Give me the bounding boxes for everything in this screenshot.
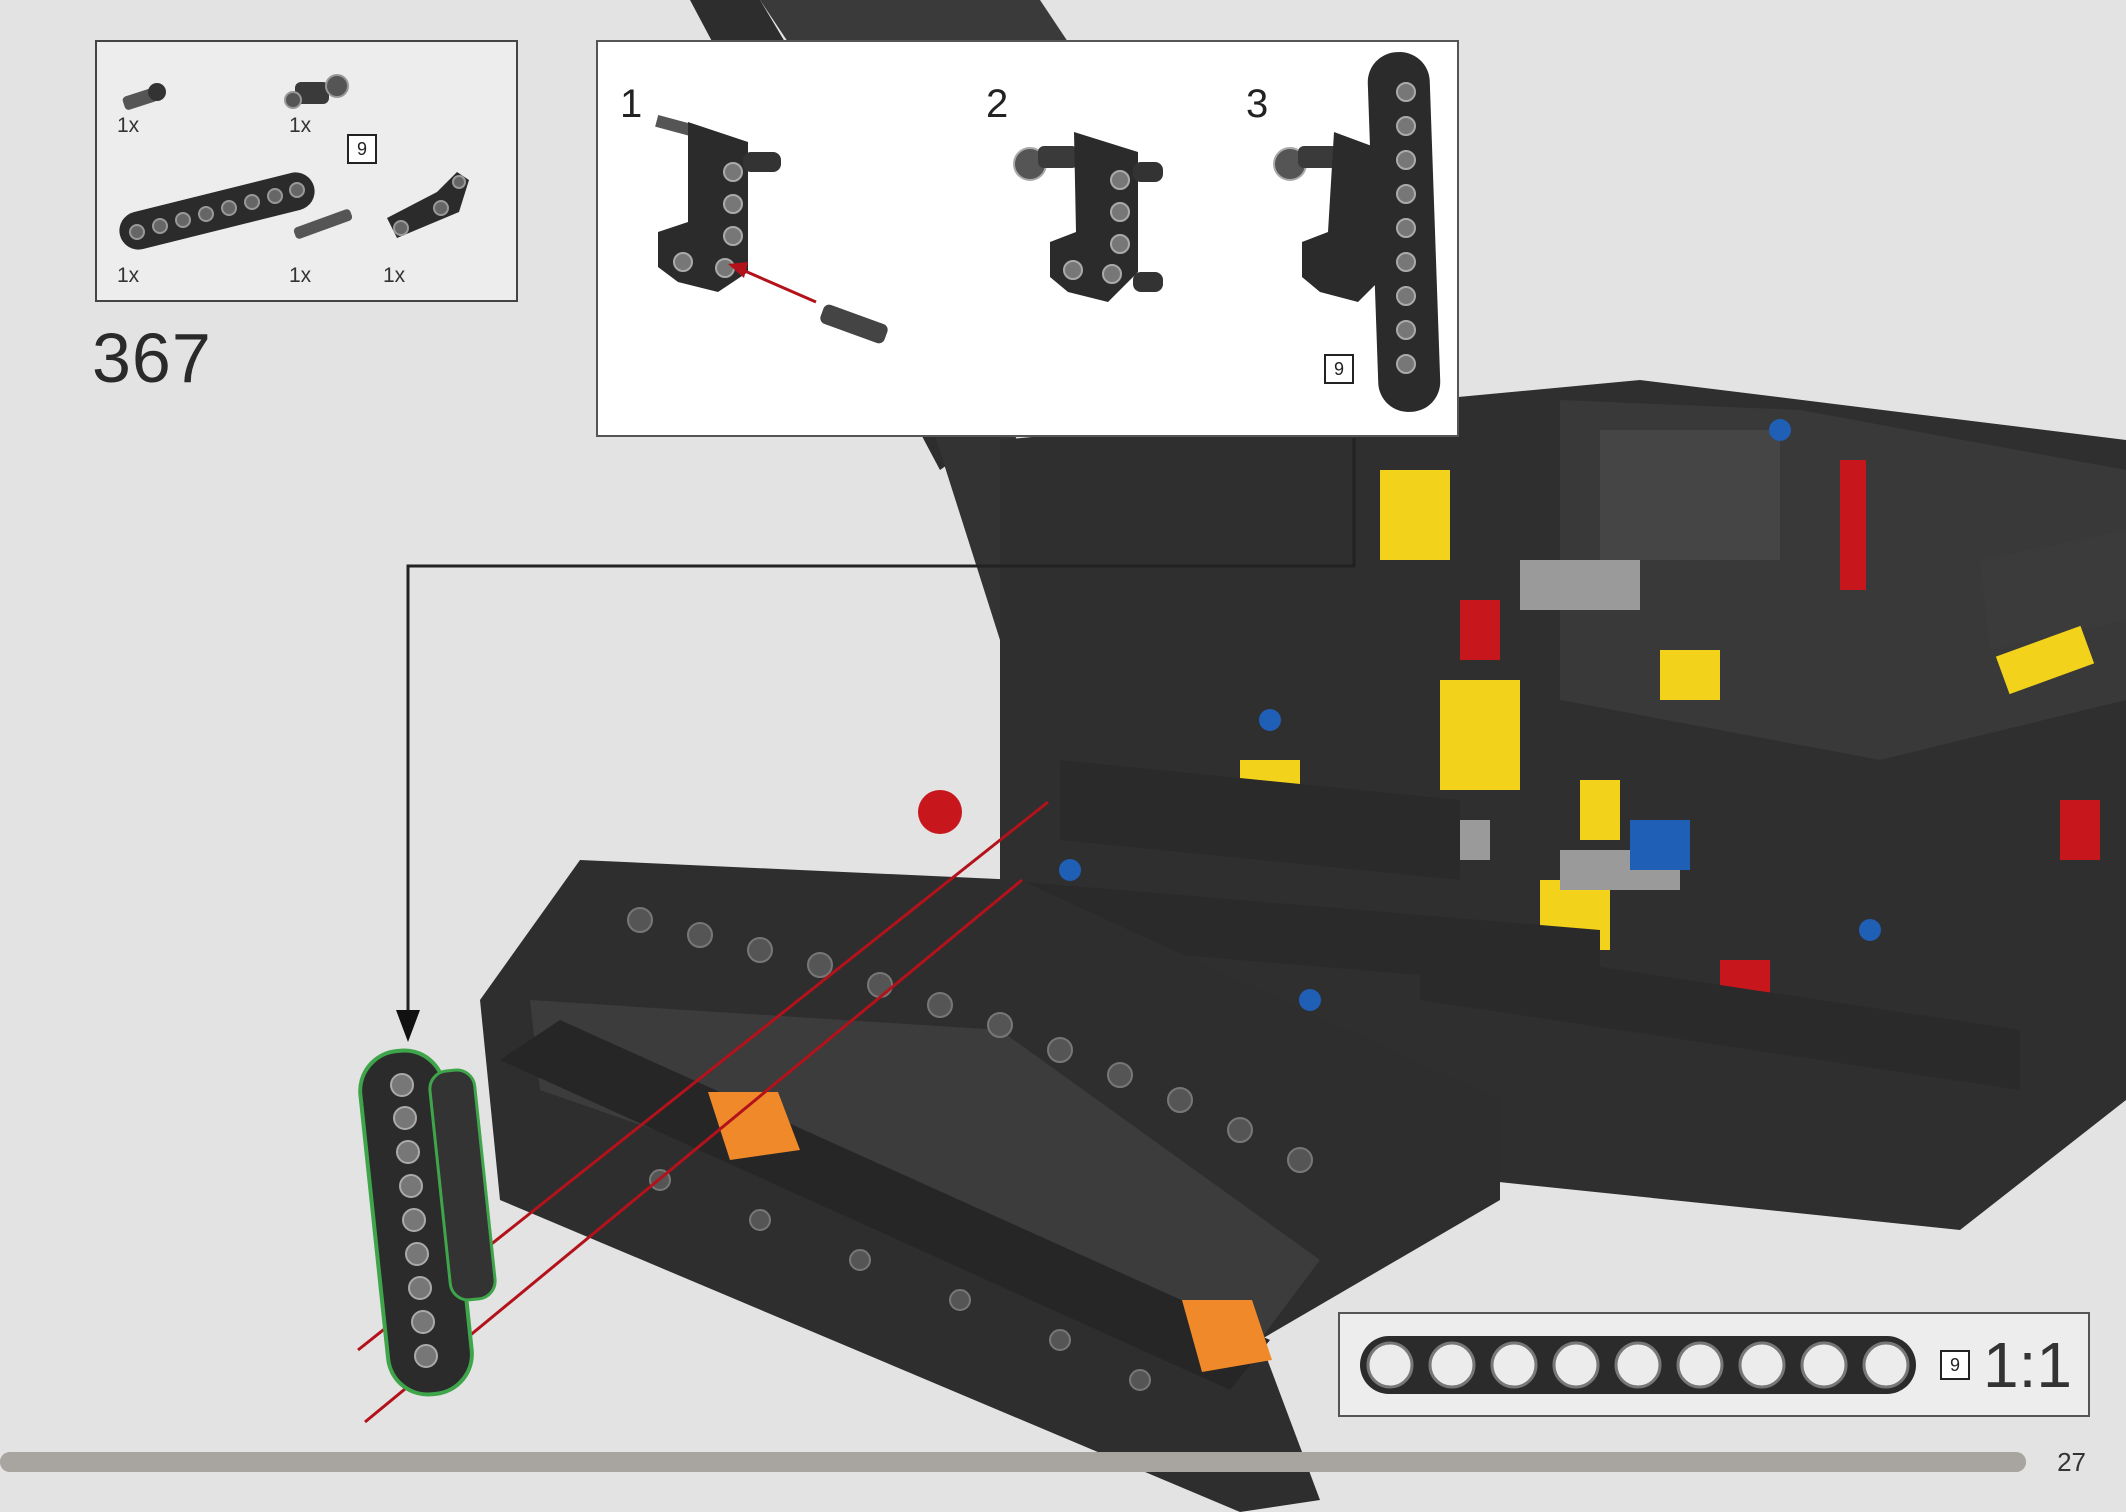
progress-bar (0, 1452, 2026, 1472)
callout-leader (406, 438, 1356, 1030)
scale-beam-hole (1366, 1341, 1414, 1389)
sub-step-2-label: 2 (986, 82, 1009, 126)
sub-assembly-callout: 1 2 3 (596, 40, 1459, 437)
scale-ratio: 1:1 (1983, 1329, 2072, 1401)
leader-arrowhead (396, 1010, 420, 1042)
callout-art (655, 52, 1441, 412)
scale-beam-hole (1738, 1341, 1786, 1389)
scale-length-badge: 9 (1940, 1350, 1970, 1380)
parts-list: 1x 1x 9 1x 1x 1x (95, 40, 518, 302)
scale-reference-box: 9 1:1 (1338, 1312, 2090, 1417)
sub-step-2-assembly (1013, 132, 1163, 302)
beam-9-icon (119, 172, 315, 250)
qty-axle-pin: 1x (117, 114, 140, 137)
frame-beams (1000, 760, 2020, 1090)
scale-beam-hole (1862, 1341, 1910, 1389)
scale-beam-hole (1552, 1341, 1600, 1389)
qty-pin-with-axle: 1x (289, 264, 312, 287)
sub-step-1-assembly (655, 115, 888, 344)
track-studs (627, 907, 1313, 1391)
sub-step-3-label: 3 (1246, 82, 1269, 126)
scale-beam-hole (1676, 1341, 1724, 1389)
angled-beam-icon (387, 172, 469, 238)
scale-beam-hole (1428, 1341, 1476, 1389)
axle-pin-icon (122, 83, 166, 110)
scale-beam-hole (1614, 1341, 1662, 1389)
progress-fill (0, 1452, 2026, 1472)
axle-connector-icon (284, 74, 349, 109)
sub-step-3-assembly (1273, 52, 1441, 412)
qty-angled-beam: 1x (383, 264, 406, 287)
sub-step-1-label: 1 (620, 82, 643, 126)
scale-beam (1360, 1336, 1916, 1394)
qty-axle-connector: 1x (289, 114, 312, 137)
page-number: 27 (2057, 1447, 2086, 1477)
step-number: 367 (92, 319, 212, 397)
highlighted-beam (358, 1048, 497, 1397)
pin-with-axle-icon (293, 209, 353, 239)
scale-beam-hole (1800, 1341, 1848, 1389)
callout-length-badge: 9 (1324, 354, 1354, 384)
scale-beam-hole (1490, 1341, 1538, 1389)
qty-beam-9: 1x (117, 264, 140, 287)
crawler-track (480, 860, 1500, 1512)
beam-length-badge: 9 (347, 134, 377, 164)
parts-list-art (119, 74, 469, 250)
